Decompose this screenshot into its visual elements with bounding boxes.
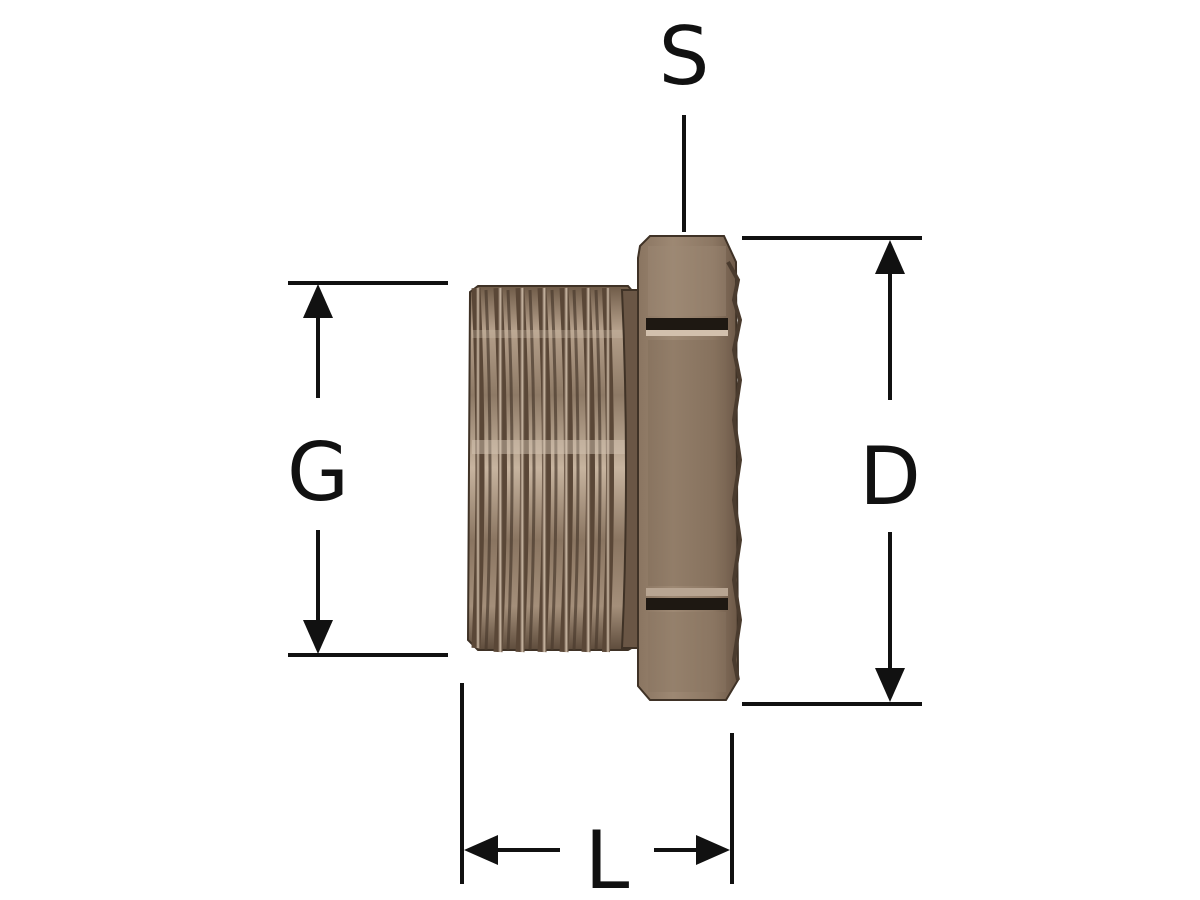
d-arrow-up: [875, 240, 905, 274]
label-d: D: [859, 430, 921, 523]
label-s: S: [659, 10, 710, 103]
label-g: G: [287, 426, 349, 519]
g-arrow-down: [303, 620, 333, 654]
hex-edge-bottom: [646, 598, 728, 610]
thread-highlight: [472, 440, 638, 454]
d-arrow-down: [875, 668, 905, 702]
arrowheads: [303, 240, 905, 865]
thread-crests: [471, 287, 614, 653]
hex-head: [637, 235, 740, 701]
dimension-lines: [288, 115, 922, 884]
g-arrow-up: [303, 284, 333, 318]
l-arrow-left: [464, 835, 498, 865]
threaded-plug: [466, 235, 743, 701]
label-l: L: [585, 814, 630, 900]
l-arrow-right: [696, 835, 730, 865]
hex-edge-top: [646, 318, 728, 330]
